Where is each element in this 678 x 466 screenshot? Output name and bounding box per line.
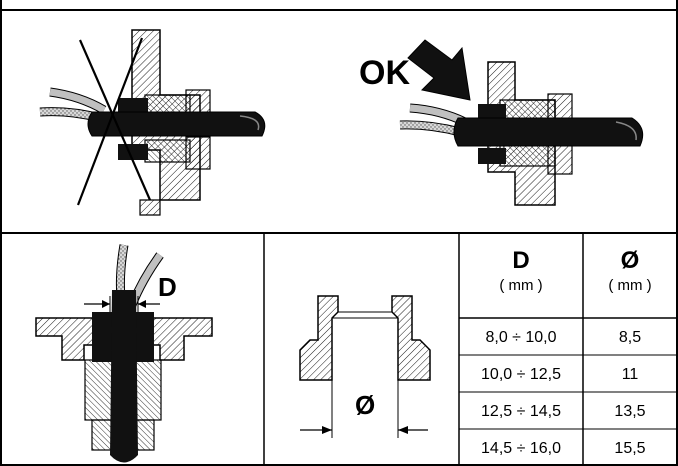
diameter-label: Ø — [355, 390, 375, 420]
table-cell-diameter: 11 — [622, 366, 639, 383]
table-header-d-unit: ( mm ) — [499, 277, 542, 294]
table-header-phi-unit: ( mm ) — [608, 277, 651, 294]
sheath-diameter-illustration: D — [35, 244, 213, 463]
table-cell-diameter: 8,5 — [619, 329, 641, 346]
incorrect-installation-illustration — [39, 29, 266, 216]
dimension-table: D ( mm ) Ø ( mm ) 8,0 ÷ 10,0 8,5 10,0 ÷ … — [481, 247, 652, 457]
table-cell-diameter: 15,5 — [614, 440, 645, 457]
table-header-d-symbol: D — [512, 247, 529, 274]
seal-cross-section-illustration: Ø — [299, 295, 431, 438]
correct-installation-illustration: OK — [359, 39, 644, 206]
d-dimension-label: D — [158, 272, 177, 302]
table-cell-range: 14,5 ÷ 16,0 — [481, 440, 561, 457]
table-cell-range: 8,0 ÷ 10,0 — [485, 329, 556, 346]
table-cell-range: 12,5 ÷ 14,5 — [481, 403, 561, 420]
ok-label: OK — [359, 54, 410, 92]
table-header-phi-symbol: Ø — [621, 247, 640, 274]
table-cell-range: 10,0 ÷ 12,5 — [481, 366, 561, 383]
table-cell-diameter: 13,5 — [614, 403, 645, 420]
